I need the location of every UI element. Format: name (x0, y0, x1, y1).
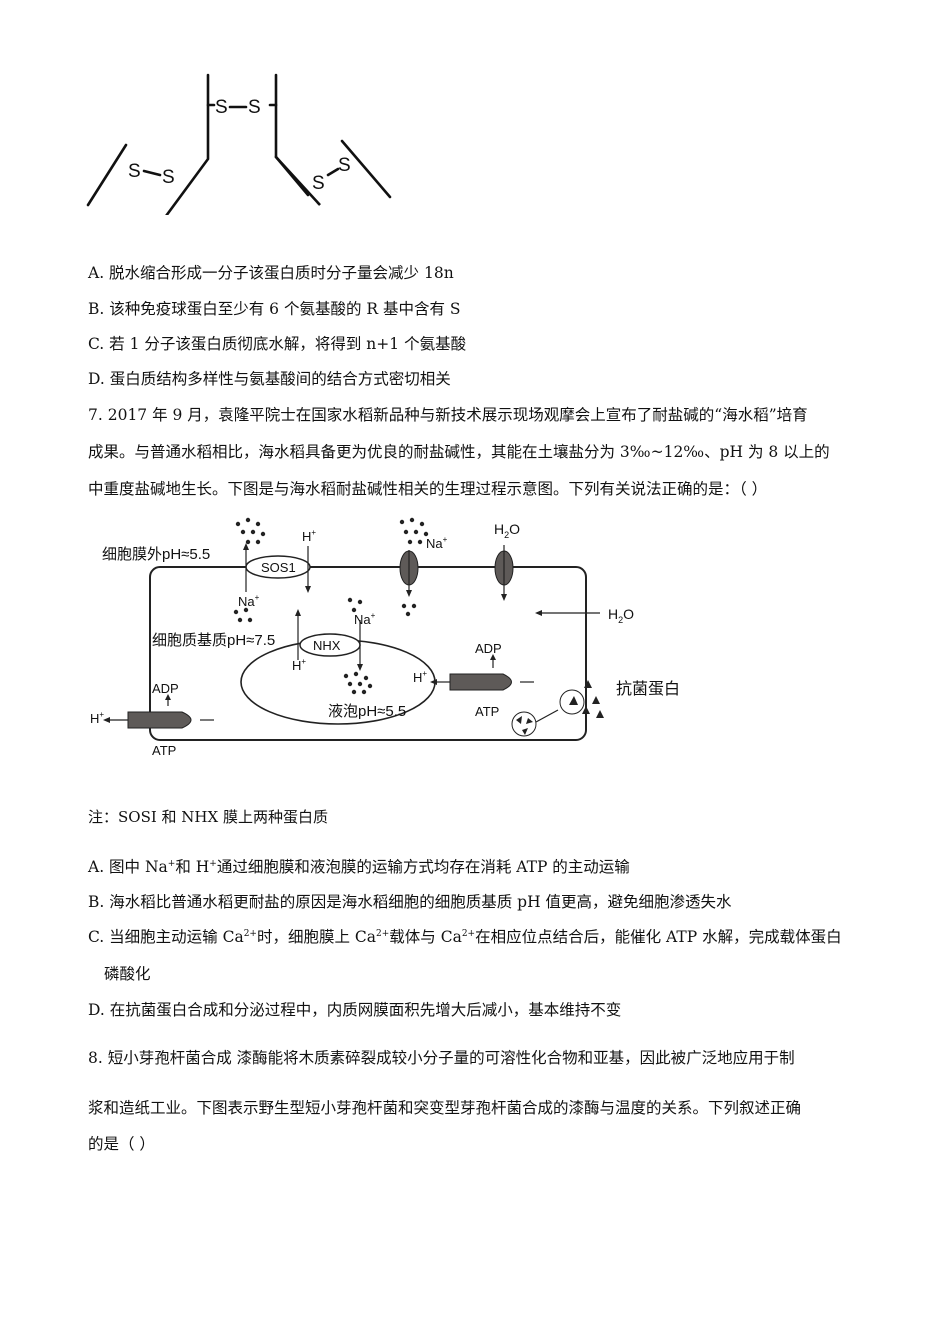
sulfur-label: S (215, 97, 228, 118)
svg-text:H+: H+ (302, 528, 316, 544)
q7-option-a: A. 图中 Na+和 H+通过细胞膜和液泡膜的运输方式均存在消耗 ATP 的主动… (88, 858, 630, 876)
na-particles (233, 517, 429, 695)
sulfur-label: S (248, 97, 261, 118)
q7-option-c-continued: 磷酸化 (104, 965, 151, 983)
vacuole-proton-pump (449, 673, 512, 691)
svg-text:H2O: H2O (608, 606, 634, 625)
membrane-proton-pump (127, 711, 192, 729)
chain-far-left (86, 143, 128, 207)
svg-text:H+: H+ (413, 669, 427, 685)
q7-option-c: C. 当细胞主动运输 Ca2+时，细胞膜上 Ca2+载体与 Ca2+在相应位点结… (88, 928, 842, 946)
svg-text:ATP: ATP (152, 743, 176, 758)
sulfur-label: S (338, 155, 351, 176)
q6-option-b: B. 该种免疫球蛋白至少有 6 个氨基酸的 R 基中含有 S (88, 300, 461, 318)
cytoplasm-ph-label: 细胞质基质pH≈7.5 (152, 632, 275, 649)
na-label: Na+ (238, 593, 260, 609)
svg-text:H+: H+ (90, 710, 104, 726)
svg-text:H2O: H2O (494, 521, 520, 540)
nhx-label: NHX (313, 638, 341, 653)
chain-right-segment (274, 73, 321, 206)
chain-far-right (340, 139, 392, 199)
q7-stem-line-2: 成果。与普通水稻相比，海水稻具备更为优良的耐盐碱性，其能在土壤盐分为 3‰~12… (88, 443, 830, 461)
svg-text:Na+: Na+ (426, 535, 448, 551)
svg-text:Na+: Na+ (354, 611, 376, 627)
q8-stem-line-3: 的是（ ） (88, 1135, 155, 1153)
q7-stem-line-1: 7. 2017 年 9 月，袁隆平院士在国家水稻新品种与新技术展示现场观摩会上宣… (88, 406, 808, 424)
diagram-note: 注：SOSI 和 NHX 膜上两种蛋白质 (88, 808, 328, 826)
sulfur-label: S (312, 173, 325, 194)
q6-option-c: C. 若 1 分子该蛋白质彻底水解，将得到 n+1 个氨基酸 (88, 335, 467, 353)
q7-option-d: D. 在抗菌蛋白合成和分泌过程中，内质网膜面积先增大后减小，基本维持不变 (88, 1001, 622, 1019)
sos1-label: SOS1 (261, 560, 296, 575)
chain-left-segment (165, 73, 210, 215)
q6-option-a: A. 脱水缩合形成一分子该蛋白质时分子量会减少 18n (88, 264, 454, 282)
sulfur-label: S (128, 161, 141, 182)
antibacterial-protein-label: 抗菌蛋白 (616, 680, 680, 698)
disulfide-bond-right (326, 167, 340, 177)
salt-tolerance-cell-diagram: 细胞膜外pH≈5.5 细胞质基质pH≈7.5 液泡pH≈5.5 SOS1 H+ … (90, 517, 680, 758)
q8-stem-line-2: 浆和造纸工业。下图表示野生型短小芽孢杆菌和突变型芽孢杆菌合成的漆酶与温度的关系。… (88, 1099, 802, 1117)
q8-stem-line-1: 8. 短小芽孢杆菌合成 漆酶能将木质素碎裂成较小分子量的可溶性化合物和亚基，因此… (88, 1049, 795, 1067)
svg-text:H+: H+ (292, 657, 306, 673)
q7-stem-line-3: 中重度盐碱地生长。下图是与海水稻耐盐碱性相关的生理过程示意图。下列有关说法正确的… (88, 480, 768, 498)
sulfur-label: S (162, 167, 175, 188)
svg-text:ADP: ADP (152, 681, 179, 696)
vacuole-ph-label: 液泡pH≈5.5 (328, 703, 406, 720)
q7-option-b: B. 海水稻比普通水稻更耐盐的原因是海水稻细胞的细胞质基质 pH 值更高，避免细… (88, 893, 732, 911)
disulfide-bond-left (142, 169, 162, 177)
protein-disulfide-diagram: S S S S S S (86, 73, 392, 215)
cell-membrane (149, 566, 587, 741)
outside-ph-label: 细胞膜外pH≈5.5 (102, 546, 210, 563)
svg-text:ATP: ATP (475, 704, 499, 719)
svg-text:ADP: ADP (475, 641, 502, 656)
q6-option-d: D. 蛋白质结构多样性与氨基酸间的结合方式密切相关 (88, 370, 451, 388)
